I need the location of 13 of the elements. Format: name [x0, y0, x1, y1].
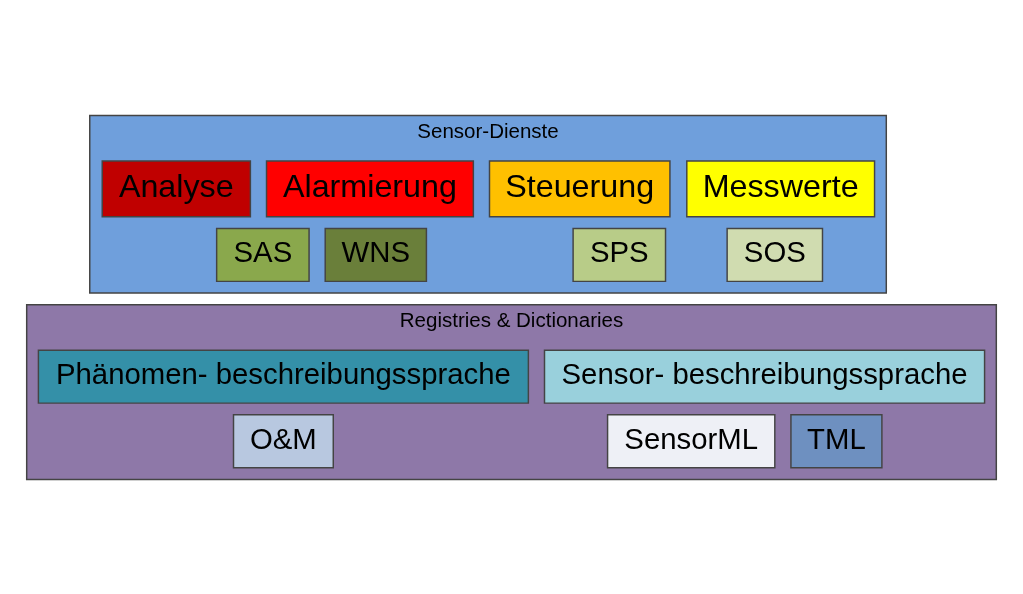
node-box: SPS	[572, 227, 667, 282]
node-box: Steuerung	[488, 159, 671, 218]
node-box: Sensor- beschreibungssprache	[543, 349, 986, 404]
node-box: Alarmierung	[265, 159, 475, 218]
node-box: Phänomen- beschreibungssprache	[37, 349, 530, 404]
node-box: Analyse	[101, 159, 252, 218]
node-box: O&M	[232, 413, 334, 468]
node-box: SOS	[726, 227, 824, 282]
node-box: TML	[790, 413, 883, 468]
node-box: WNS	[324, 227, 428, 282]
node-box: SensorML	[606, 413, 776, 468]
node-box: Messwerte	[686, 159, 876, 218]
node-box: SAS	[215, 227, 310, 282]
